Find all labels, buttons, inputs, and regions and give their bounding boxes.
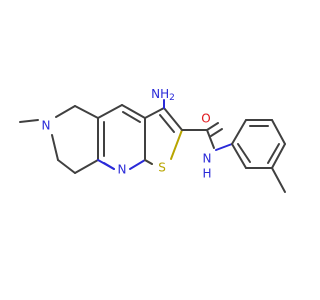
bond-n-aryl bbox=[215, 143, 233, 151]
pyridine-nitrogen-label: N bbox=[118, 163, 127, 177]
bond-n-c1 bbox=[55, 105, 76, 118]
bond-ar6-ar1 bbox=[231, 143, 247, 169]
bond-c3t-c2t bbox=[163, 107, 183, 131]
bond-c4b-s-stub bbox=[144, 159, 153, 165]
bond-c1-c9a bbox=[74, 105, 99, 119]
bond-carbonyl-o-double bbox=[210, 128, 223, 137]
bond-carbonyl-o bbox=[206, 122, 219, 131]
bond-ar6-ar1-double bbox=[237, 143, 251, 163]
bond-c4a-npy-double bbox=[103, 162, 115, 170]
atom-labels: NH2 N N S O N H bbox=[42, 87, 212, 181]
molecule-diagram: NH2 N N S O N H bbox=[19, 87, 286, 193]
bond-c3-c4 bbox=[57, 159, 76, 174]
carbonyl-oxygen-label: O bbox=[201, 112, 210, 126]
bond-n-c3 bbox=[51, 134, 59, 161]
bond-carbonyl-n bbox=[206, 129, 215, 149]
ring-nitrogen-label: N bbox=[42, 119, 51, 133]
bond-c4-c4a bbox=[74, 159, 99, 174]
bond-c9-c8a-double bbox=[122, 111, 141, 123]
bond-methyl-n bbox=[19, 119, 39, 123]
bond-ar4-ar5 bbox=[271, 143, 286, 169]
thiophene-sulfur-label: S bbox=[158, 161, 166, 175]
bond-c8a-c3t bbox=[144, 107, 165, 119]
bond-ar1-ar2 bbox=[231, 119, 247, 145]
amide-hydrogen-label: H bbox=[202, 167, 211, 181]
bond-c3t-c2t-double bbox=[159, 114, 175, 133]
bond-c9-c8a bbox=[121, 104, 146, 119]
amide-nitrogen-label: N bbox=[203, 152, 212, 166]
bond-c9a-c9 bbox=[97, 104, 123, 119]
bond-ar5-methyl bbox=[271, 167, 286, 193]
bond-set bbox=[19, 99, 286, 193]
molecule-structure: NH2 N N S O N H bbox=[19, 87, 286, 193]
bond-c2t-s bbox=[170, 129, 183, 160]
bond-npy-c4b bbox=[129, 159, 146, 170]
bond-ar3-ar4 bbox=[271, 119, 286, 145]
nh2-label: NH2 bbox=[151, 87, 175, 103]
bond-ar4-ar5-double bbox=[267, 143, 280, 164]
